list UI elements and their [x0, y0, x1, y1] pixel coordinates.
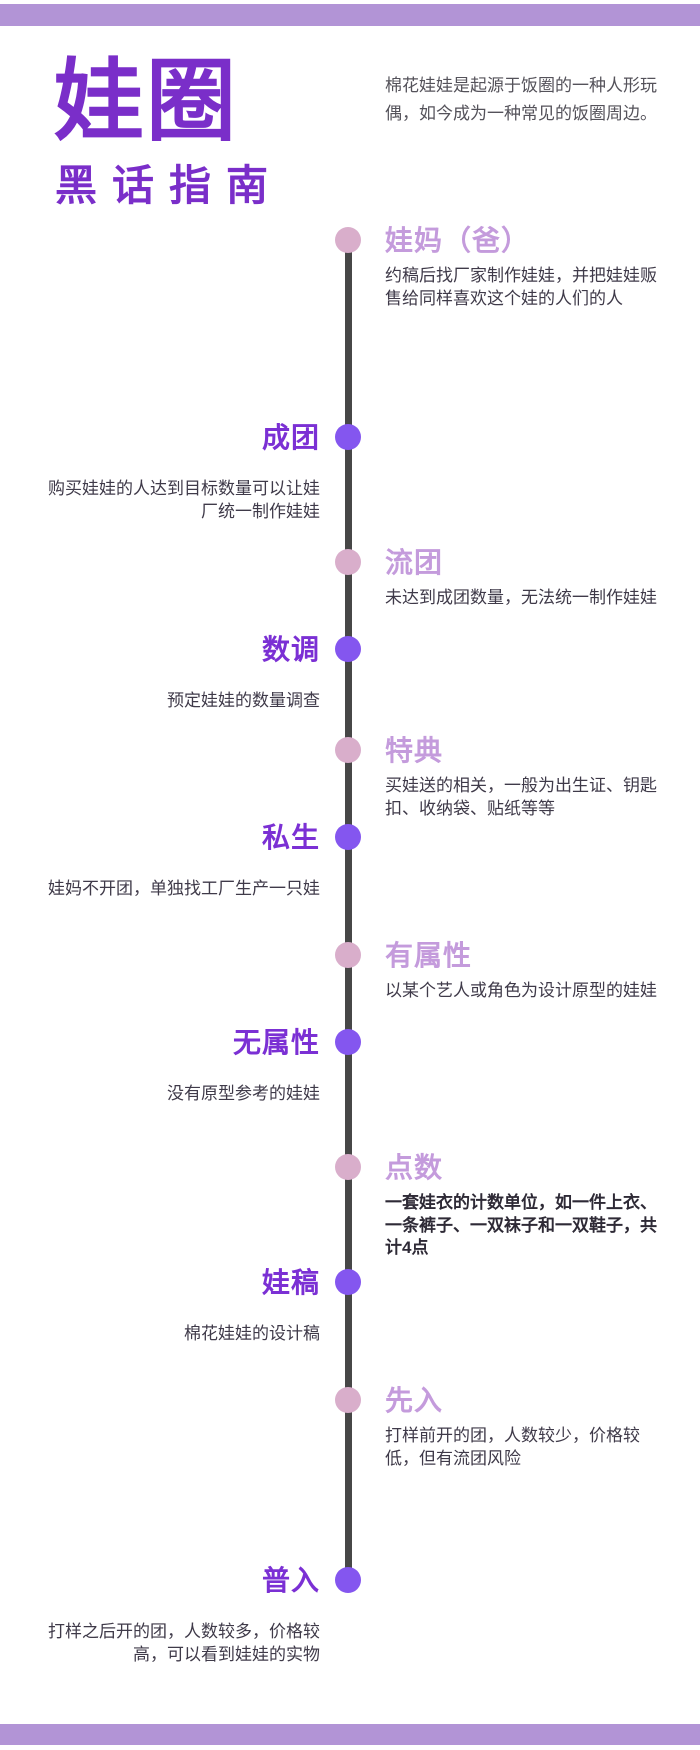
term-heading: 数调	[261, 634, 320, 665]
timeline-entry-shudiao: 数调 预定娃娃的数量调查	[0, 634, 361, 713]
poster-title: 娃圈	[54, 52, 238, 152]
term-heading: 娃稿	[261, 1267, 320, 1298]
timeline-line	[345, 234, 352, 1579]
poster-subtitle: 黑话指南	[55, 162, 284, 209]
term-description: 棉花娃娃的设计稿	[184, 1324, 320, 1343]
term-description: 娃妈不开团，单独找工厂生产一只娃	[48, 879, 320, 898]
term-heading: 无属性	[232, 1027, 320, 1058]
term-description: 购买娃娃的人达到目标数量可以让娃 厂统一制作娃娃	[48, 479, 320, 521]
timeline-entry-wushuxing: 无属性 没有原型参考的娃娃	[0, 1027, 361, 1106]
timeline-entry-sisheng: 私生 娃妈不开团，单独找工厂生产一只娃	[0, 822, 361, 901]
term-description: 打样前开的团，人数较少，价格较 低，但有流团风险	[385, 1426, 640, 1468]
term-heading: 娃妈（爸）	[385, 225, 531, 256]
bottom-decor-strip	[0, 1724, 700, 1745]
timeline-dot	[335, 424, 361, 450]
timeline-dot	[335, 942, 361, 968]
timeline-entry-puru: 普入 打样之后开的团，人数较多，价格较 高，可以看到娃娃的实物	[0, 1565, 361, 1666]
timeline-dot	[335, 737, 361, 763]
timeline-dot	[335, 1387, 361, 1413]
timeline-entry-youshuxing: 有属性 以某个艺人或角色为设计原型的娃娃	[335, 940, 670, 1003]
term-heading: 成团	[261, 422, 320, 453]
timeline-dot	[335, 1029, 361, 1055]
timeline-entry-chengtuan: 成团 购买娃娃的人达到目标数量可以让娃 厂统一制作娃娃	[0, 422, 361, 523]
timeline-entry-liutuan: 流团 未达到成团数量，无法统一制作娃娃	[335, 547, 670, 610]
term-description: 一套娃衣的计数单位，如一件上衣、 一条裤子、一双袜子和一双鞋子，共 计4点	[385, 1193, 657, 1257]
timeline-dot	[335, 1269, 361, 1295]
term-description: 没有原型参考的娃娃	[167, 1084, 320, 1103]
timeline-entry-dianshu: 点数 一套娃衣的计数单位，如一件上衣、 一条裤子、一双袜子和一双鞋子，共 计4点	[335, 1152, 670, 1260]
term-heading: 特典	[385, 735, 444, 766]
timeline-dot	[335, 636, 361, 662]
term-description: 预定娃娃的数量调查	[167, 691, 320, 710]
term-heading: 私生	[261, 822, 320, 853]
timeline-entry-xianru: 先入 打样前开的团，人数较少，价格较 低，但有流团风险	[335, 1385, 670, 1470]
timeline-dot	[335, 227, 361, 253]
timeline-entry-wama: 娃妈（爸） 约稿后找厂家制作娃娃，并把娃娃贩 售给同样喜欢这个娃的人们的人	[335, 225, 670, 310]
timeline-dot	[335, 824, 361, 850]
timeline-entry-wagao: 娃稿 棉花娃娃的设计稿	[0, 1267, 361, 1346]
term-heading: 有属性	[385, 940, 473, 971]
top-decor-strip	[0, 4, 700, 26]
term-heading: 先入	[385, 1385, 444, 1416]
term-heading: 流团	[385, 547, 444, 578]
term-description: 以某个艺人或角色为设计原型的娃娃	[385, 981, 657, 1000]
timeline-entry-tedian: 特典 买娃送的相关，一般为出生证、钥匙 扣、收纳袋、贴纸等等	[335, 735, 670, 820]
term-description: 打样之后开的团，人数较多，价格较 高，可以看到娃娃的实物	[48, 1622, 320, 1664]
term-description: 买娃送的相关，一般为出生证、钥匙 扣、收纳袋、贴纸等等	[385, 776, 657, 818]
timeline-dot	[335, 1154, 361, 1180]
timeline-dot	[335, 1567, 361, 1593]
term-heading: 普入	[261, 1565, 320, 1596]
term-description: 约稿后找厂家制作娃娃，并把娃娃贩 售给同样喜欢这个娃的人们的人	[385, 266, 657, 308]
timeline-dot	[335, 549, 361, 575]
term-description: 未达到成团数量，无法统一制作娃娃	[385, 588, 657, 607]
term-heading: 点数	[385, 1152, 444, 1183]
poster-intro: 棉花娃娃是起源于饭圈的一种人形玩 偶，如今成为一种常见的饭圈周边。	[385, 76, 657, 123]
